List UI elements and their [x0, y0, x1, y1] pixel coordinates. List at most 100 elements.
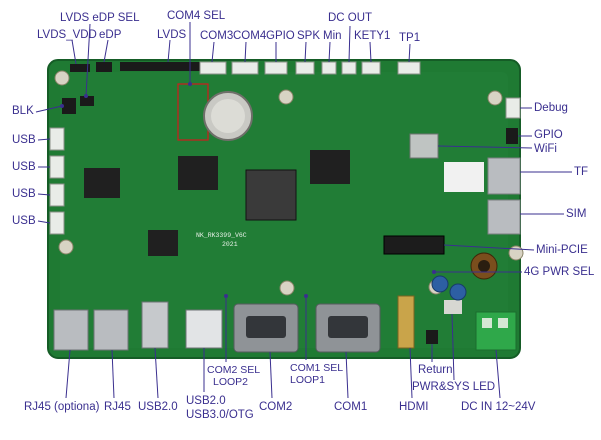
return-button: [426, 330, 438, 344]
leader-dc-out: [348, 25, 351, 63]
label-tf: TF: [574, 166, 589, 178]
leader-lvds-edp-sel: [85, 23, 91, 97]
com4-connector: [231, 61, 259, 75]
label-com2-sel-2: LOOP2: [213, 376, 249, 388]
usb-connector-4: [49, 211, 65, 235]
label-blk: BLK: [12, 105, 34, 117]
leader-usb-3: [37, 193, 51, 196]
rj45-port: [93, 309, 129, 351]
label-dc-out: DC OUT: [328, 12, 373, 24]
leader-spk: [304, 41, 307, 63]
lvds-vdd-header: [70, 64, 90, 72]
board-silk-year: 2021: [222, 241, 238, 248]
label-com4: COM4: [233, 30, 267, 42]
mount-hole: [278, 89, 294, 105]
label-tp1: TP1: [399, 32, 421, 44]
label-gpio-right: GPIO: [534, 129, 563, 141]
leader-usb-4: [37, 220, 51, 224]
label-pwr-sys-led: PWR&SYS LED: [412, 381, 496, 393]
dc-in-screw: [482, 318, 492, 328]
mount-hole: [508, 245, 524, 261]
board-silk-model: NK_RK3399_V6C: [196, 232, 247, 239]
label-lvds-vdd: LVDS_VDD: [37, 29, 97, 41]
leader-pwr-sys-led: [451, 313, 455, 381]
label-debug: Debug: [534, 102, 568, 114]
memory-chip: [310, 150, 350, 184]
mount-hole: [54, 70, 70, 86]
usb-connector-1: [49, 127, 65, 151]
label-usb-3: USB: [12, 188, 36, 200]
tp1-connector: [397, 61, 421, 75]
label-edp: eDP: [99, 29, 122, 41]
leader-rj45: [111, 349, 115, 399]
leader-dot: [188, 82, 192, 86]
leader-edp: [103, 39, 109, 63]
label-sim: SIM: [566, 208, 587, 220]
gpio-right-header: [506, 128, 518, 144]
label-usb-4: USB: [12, 215, 36, 227]
label-rj45: RJ45: [104, 401, 131, 413]
leader-tp1: [408, 43, 411, 63]
leader-com4: [244, 41, 247, 63]
tf-slot: [487, 157, 521, 195]
coin-battery-inner: [211, 99, 245, 133]
usb-connector-3: [49, 183, 65, 207]
spk-connector: [295, 61, 315, 75]
leader-com3: [211, 41, 215, 63]
dc-in-screw: [498, 318, 508, 328]
label-4g-pwr-sel: 4G PWR SEL: [524, 266, 595, 278]
label-com4-sel: COM4 SEL: [167, 10, 226, 22]
leader-rj45-optional: [65, 349, 71, 399]
leader-dot: [304, 294, 308, 298]
debug-connector: [505, 97, 521, 119]
usb-connector-2: [49, 155, 65, 179]
label-usb-otg-1: USB2.0: [186, 395, 226, 407]
leader-lvds: [167, 39, 171, 63]
leader-dot: [84, 94, 88, 98]
emmc-chip: [84, 168, 120, 198]
dc-out-connector: [341, 61, 357, 75]
label-usb-otg-2: USB3.0/OTG: [186, 409, 254, 421]
usb20-port: [141, 301, 169, 349]
qr-label: [444, 162, 484, 192]
label-kety1: KETY1: [354, 30, 391, 42]
label-com3: COM3: [200, 30, 234, 42]
leader-dc-in: [495, 349, 501, 399]
label-com1-sel-2: LOOP1: [290, 374, 326, 386]
label-lvds: LVDS: [157, 29, 187, 41]
com2-db9-face: [246, 316, 286, 338]
com1-db9-face: [328, 316, 368, 338]
label-dc-in: DC IN 12~24V: [461, 401, 536, 413]
lvds-header: [120, 62, 202, 71]
label-usb-2: USB: [12, 161, 36, 173]
usb-otg-port: [185, 309, 223, 349]
inductor-core: [478, 260, 490, 272]
leader-lvds-vdd: [71, 39, 77, 65]
leader-dot: [432, 270, 436, 274]
label-min: Min: [323, 30, 342, 42]
label-gpio-top: GPIO: [266, 30, 295, 42]
mount-hole: [487, 90, 503, 106]
leader-hdmi: [409, 347, 413, 399]
edp-header: [96, 62, 112, 72]
mount-hole: [58, 239, 74, 255]
leader-dot: [60, 104, 64, 108]
leader-dot: [224, 294, 228, 298]
kety1-connector: [361, 61, 381, 75]
lvds-edp-sel-jumper: [80, 96, 94, 106]
leader-min: [328, 41, 331, 63]
label-com1-sel-1: COM1 SEL: [290, 362, 344, 374]
blk-header: [62, 98, 76, 114]
leader-blk: [35, 105, 63, 113]
leader-com1: [345, 351, 349, 399]
label-usb20: USB2.0: [138, 401, 178, 413]
label-com1: COM1: [334, 401, 368, 413]
hdmi-port: [397, 295, 415, 349]
soc-chip: [245, 169, 297, 221]
leader-mini-pcie: [443, 244, 535, 251]
label-spk: SPK: [297, 30, 321, 42]
pwr-sys-led: [444, 300, 462, 314]
leader-usb-1: [37, 138, 51, 141]
label-mini-pcie: Mini-PCIE: [536, 244, 588, 256]
sim-slot: [487, 199, 521, 235]
